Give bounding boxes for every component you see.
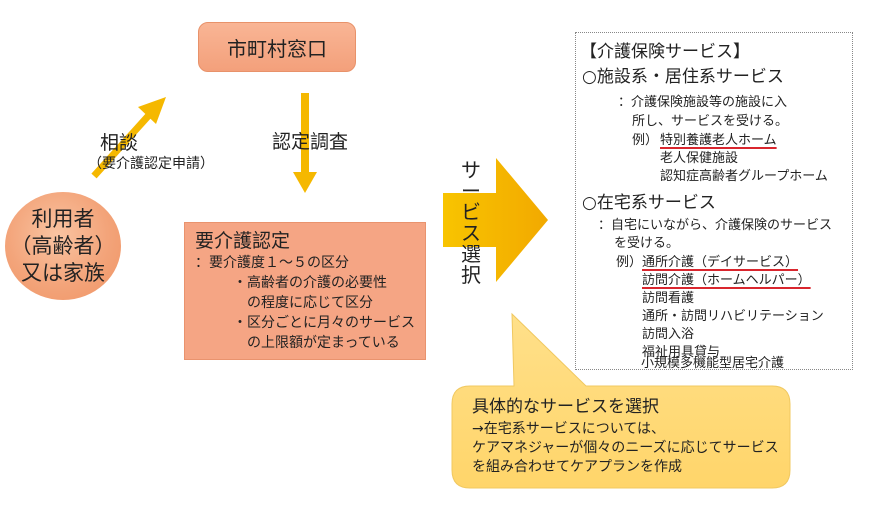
callout-bubble	[451, 312, 791, 489]
facility-heading: ○施設系・居住系サービス	[582, 67, 784, 87]
services-title: 【介護保険サービス】	[580, 42, 750, 62]
cert-sub2b: の上限額が定まっている	[247, 335, 400, 351]
home-item: 訪問看護	[642, 291, 695, 306]
survey-label: 認定調査	[272, 131, 349, 153]
home-item: 福祉用具貸与	[642, 345, 721, 360]
city-window-box: 市町村窓口	[198, 22, 356, 72]
facility-desc1: ：介護保険施設等の施設に入	[618, 95, 788, 110]
callout-line3: を組み合わせてケアプランを作成	[472, 459, 682, 475]
user-line2: （高齢者）	[10, 233, 116, 258]
home-item: 通所・訪問リハビリテーション	[642, 309, 824, 324]
select-char: ス	[461, 221, 481, 245]
home-desc2: を受ける。	[614, 236, 680, 251]
user-circle: 利用者 （高齢者） 又は家族	[5, 192, 121, 300]
user-line1: 利用者	[31, 206, 95, 231]
callout-text: 具体的なサービスを選択 →在宅系サービスについては、 ケアマネジャーが個々のニー…	[472, 398, 792, 477]
select-char: ビ	[461, 200, 481, 224]
service-select-arrow	[443, 158, 548, 282]
callout-line1: →在宅系サービスについては、	[472, 421, 666, 437]
home-ex-prefix: 例）	[616, 255, 643, 270]
select-char: 選	[461, 242, 481, 266]
select-char: 択	[461, 263, 481, 287]
home-item: 訪問介護（ホームヘルパー）	[642, 273, 811, 288]
cert-line: ：要介護度１～５の区分	[195, 255, 349, 271]
cert-sub2a: ・区分ごとに月々のサービス	[233, 315, 415, 331]
cert-sub1a: ・高齢者の介護の必要性	[233, 275, 387, 291]
home-item: 通所介護（デイサービス）	[642, 255, 799, 270]
user-line3: 又は家族	[21, 260, 105, 285]
home-item: 訪問入浴	[642, 327, 695, 342]
select-char: サ	[461, 158, 481, 182]
select-char: ー	[461, 179, 481, 203]
care-services-box: 【介護保険サービス】 ○施設系・居住系サービス ：介護保険施設等の施設に入 所し…	[575, 32, 853, 370]
home-heading: ○在宅系サービス	[582, 193, 716, 213]
home-desc1: ：自宅にいながら、介護保険のサービス	[598, 218, 833, 233]
cert-sub1b: の程度に応じて区分	[247, 295, 373, 311]
survey-arrow	[293, 93, 317, 193]
cert-title: 要介護認定	[195, 230, 291, 252]
home-item: 小規模多機能型居宅介護	[641, 356, 785, 371]
callout-line2: ケアマネジャーが個々のニーズに応じてサービス	[472, 440, 779, 456]
care-certification-box: 要介護認定 ：要介護度１～５の区分 ・高齢者の介護の必要性 の程度に応じて区分 …	[184, 222, 426, 360]
facility-ex-prefix: 例）	[632, 133, 659, 148]
callout-title: 具体的なサービスを選択	[472, 397, 659, 417]
facility-item: 特別養護老人ホーム	[660, 133, 777, 148]
consult-sub-label: （要介護認定申請）	[88, 156, 214, 172]
consult-arrow	[91, 97, 166, 179]
facility-item: 老人保健施設	[660, 151, 739, 166]
facility-desc2: 所し、サービスを受ける。	[632, 114, 789, 129]
service-select-label: サ ー ビ ス 選 択	[459, 160, 483, 286]
city-window-label: 市町村窓口	[227, 36, 327, 61]
facility-item: 認知症高齢者グループホーム	[660, 169, 828, 184]
consult-label: 相談	[100, 132, 139, 154]
